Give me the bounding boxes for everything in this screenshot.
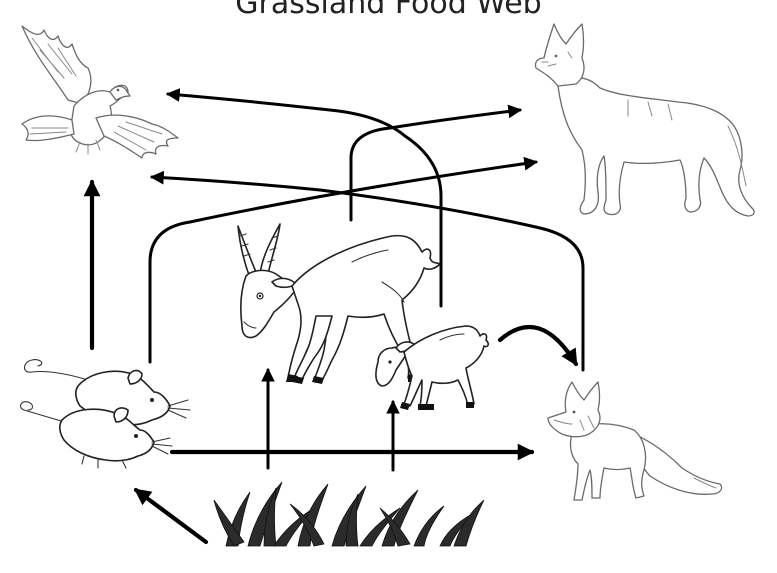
fox-icon [547, 381, 723, 501]
edge-grass-to-mice [133, 487, 209, 545]
eagle-icon [21, 25, 179, 159]
wolf-icon [534, 23, 755, 217]
edge-saiga-young-to-fox [497, 324, 579, 367]
grass-icon [213, 481, 485, 547]
edge-mice-to-wolf [148, 156, 539, 364]
saiga-calf-icon [375, 325, 489, 410]
edge-saiga-young-to-eagle [165, 88, 443, 308]
edge-fox-to-eagle [149, 170, 585, 372]
mouse-icon [19, 359, 191, 469]
edges [83, 88, 585, 545]
diagram-title: Grassland Food Web [235, 0, 542, 21]
edge-saiga-adult-to-wolf [349, 104, 523, 222]
